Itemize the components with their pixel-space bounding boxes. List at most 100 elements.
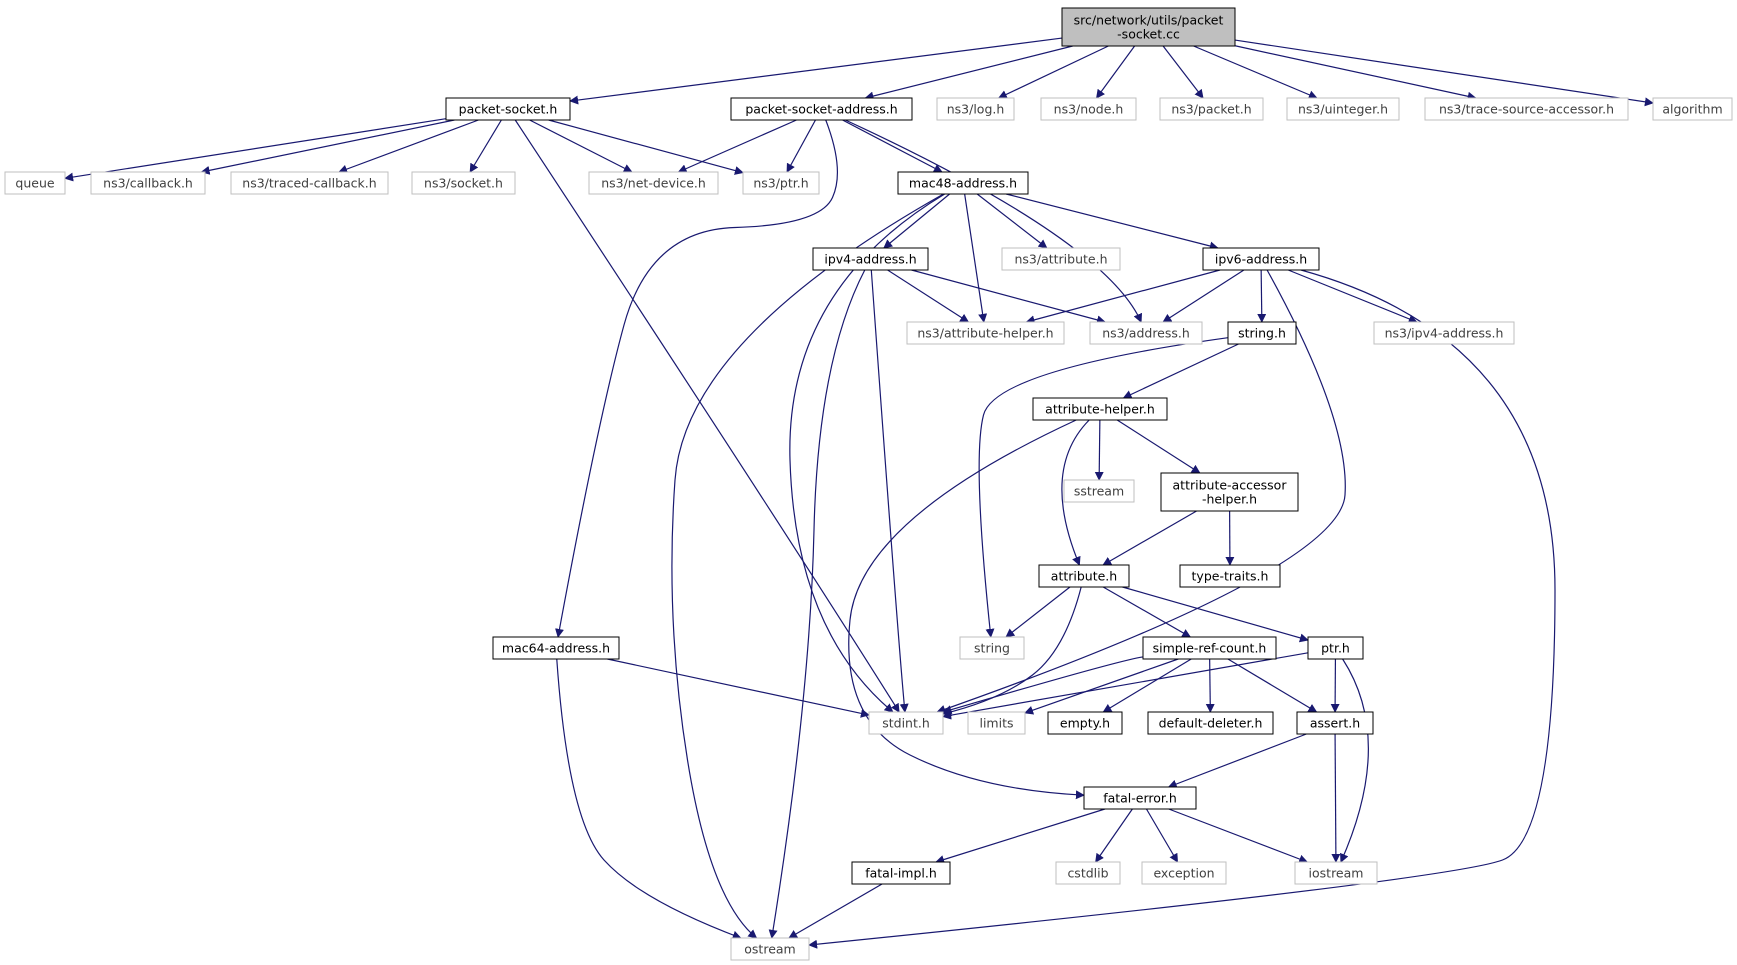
node-packet-socket-address-h[interactable]: packet-socket-address.h <box>730 97 913 121</box>
node-ns3-packet-h: ns3/packet.h <box>1159 97 1264 121</box>
node-fatal-error-h[interactable]: fatal-error.h <box>1083 786 1197 810</box>
edge-root-to-ns3-log-h <box>997 45 1109 99</box>
node-label: mac48-address.h <box>909 176 1017 191</box>
edge-ipv4-address-h-to-ns3-attribute-helper-h <box>887 269 970 323</box>
edge-simple-ref-count-h-to-limits <box>1024 658 1179 715</box>
node-label: fatal-impl.h <box>865 866 937 881</box>
node-label: fatal-error.h <box>1103 791 1177 806</box>
node-label: type-traits.h <box>1192 569 1269 584</box>
node-label: simple-ref-count.h <box>1153 641 1267 656</box>
edge-ipv4-address-h-to-stdint-h <box>870 269 909 713</box>
node-ns3-net-device-h: ns3/net-device.h <box>588 171 719 195</box>
edge-attribute-helper-h-to-attribute-accessor-helper-h <box>1116 419 1201 474</box>
edge-ptr-h-to-stdint-h <box>942 652 1309 720</box>
node-type-traits-h[interactable]: type-traits.h <box>1179 564 1281 588</box>
edge-root-to-packet-socket-address-h <box>864 45 1073 101</box>
node-ipv4-address-h[interactable]: ipv4-address.h <box>812 247 929 271</box>
node-box <box>1160 472 1299 512</box>
node-root[interactable]: src/network/utils/packet-socket.cc <box>1061 7 1236 47</box>
node-string: string <box>959 636 1025 660</box>
node-packet-socket-h[interactable]: packet-socket.h <box>445 97 571 121</box>
node-label: algorithm <box>1662 102 1722 117</box>
edge-mac48-address-h-to-ostream <box>671 193 944 939</box>
node-label: limits <box>979 716 1013 731</box>
edge-string-h-to-string <box>978 337 1229 638</box>
edge-ipv4-address-h-to-ns3-address-h <box>911 269 1106 325</box>
node-box <box>1032 397 1168 421</box>
node-box <box>906 321 1065 345</box>
node-label: ns3/node.h <box>1054 102 1124 117</box>
edge-simple-ref-count-h-to-assert-h <box>1227 658 1318 713</box>
node-label: stdint.h <box>882 716 930 731</box>
node-box <box>1047 711 1123 735</box>
node-fatal-impl-h[interactable]: fatal-impl.h <box>851 861 951 885</box>
node-ns3-node-h: ns3/node.h <box>1040 97 1137 121</box>
node-empty-h[interactable]: empty.h <box>1047 711 1123 735</box>
node-box <box>1083 786 1197 810</box>
node-label: -socket.cc <box>1117 27 1180 42</box>
node-box <box>812 247 929 271</box>
edge-packet-socket-address-h-to-mac64-address-h <box>555 119 839 638</box>
edge-mac48-address-h-to-ipv4-address-h <box>883 193 950 249</box>
node-label: attribute-helper.h <box>1045 402 1155 417</box>
node-box <box>588 171 719 195</box>
node-simple-ref-count-h[interactable]: simple-ref-count.h <box>1142 636 1277 660</box>
node-box <box>411 171 516 195</box>
node-box <box>1038 564 1130 588</box>
node-label: ns3/uinteger.h <box>1298 102 1388 117</box>
node-box <box>230 171 389 195</box>
node-assert-h[interactable]: assert.h <box>1296 711 1374 735</box>
edge-attribute-helper-h-to-fatal-error-h <box>848 419 1085 800</box>
node-label: queue <box>15 176 54 191</box>
edge-packet-socket-address-h-to-ns3-net-device-h <box>677 119 797 173</box>
node-box <box>1227 321 1297 345</box>
node-box <box>851 861 951 885</box>
edge-ptr-h-to-iostream <box>1340 658 1369 863</box>
node-label: ns3/attribute.h <box>1014 252 1107 267</box>
node-box <box>1307 636 1364 660</box>
node-box <box>897 171 1029 195</box>
edge-assert-h-to-fatal-error-h <box>1167 733 1307 789</box>
node-ns3-trace-source-accessor-h: ns3/trace-source-accessor.h <box>1424 97 1629 121</box>
edge-ipv6-address-h-to-ostream <box>808 269 1556 949</box>
node-box <box>936 97 1015 121</box>
node-box <box>492 636 620 660</box>
node-box <box>1147 711 1274 735</box>
node-label: ns3/traced-callback.h <box>242 176 376 191</box>
edge-root-to-ns3-packet-h <box>1162 45 1204 99</box>
edge-mac64-address-h-to-stdint-h <box>607 658 870 718</box>
node-ptr-h[interactable]: ptr.h <box>1307 636 1364 660</box>
edge-ipv6-address-h-to-string-h <box>1257 269 1267 323</box>
node-attribute-helper-h[interactable]: attribute-helper.h <box>1032 397 1168 421</box>
node-label: ns3/socket.h <box>424 176 503 191</box>
node-box <box>742 171 820 195</box>
node-box <box>967 711 1026 735</box>
edge-attribute-h-to-string <box>1005 586 1071 638</box>
node-label: ptr.h <box>1321 641 1350 656</box>
node-label: exception <box>1153 866 1214 881</box>
edge-packet-socket-h-to-ns3-ptr-h <box>548 119 744 175</box>
node-mac48-address-h[interactable]: mac48-address.h <box>897 171 1029 195</box>
node-attribute-h[interactable]: attribute.h <box>1038 564 1130 588</box>
node-box <box>1179 564 1281 588</box>
edge-fatal-error-h-to-exception <box>1145 808 1179 863</box>
node-label: attribute-accessor <box>1173 478 1288 493</box>
node-label: iostream <box>1309 866 1364 881</box>
node-exception: exception <box>1141 861 1227 885</box>
node-ns3-attribute-helper-h: ns3/attribute-helper.h <box>906 321 1065 345</box>
edge-root-to-ns3-uinteger-h <box>1193 45 1318 99</box>
node-attribute-accessor-helper-h[interactable]: attribute-accessor-helper.h <box>1160 472 1299 512</box>
node-mac64-address-h[interactable]: mac64-address.h <box>492 636 620 660</box>
node-box <box>1001 247 1121 271</box>
edges-layer <box>64 37 1654 949</box>
node-label: -helper.h <box>1202 492 1257 507</box>
node-default-deleter-h[interactable]: default-deleter.h <box>1147 711 1274 735</box>
edge-root-to-ns3-trace-source-accessor-h <box>1234 45 1477 101</box>
node-iostream: iostream <box>1294 861 1378 885</box>
node-box <box>1063 479 1135 503</box>
node-string-h[interactable]: string.h <box>1227 321 1297 345</box>
node-ipv6-address-h[interactable]: ipv6-address.h <box>1202 247 1320 271</box>
node-label: string.h <box>1238 326 1286 341</box>
node-box <box>1089 321 1203 345</box>
node-box <box>445 97 571 121</box>
